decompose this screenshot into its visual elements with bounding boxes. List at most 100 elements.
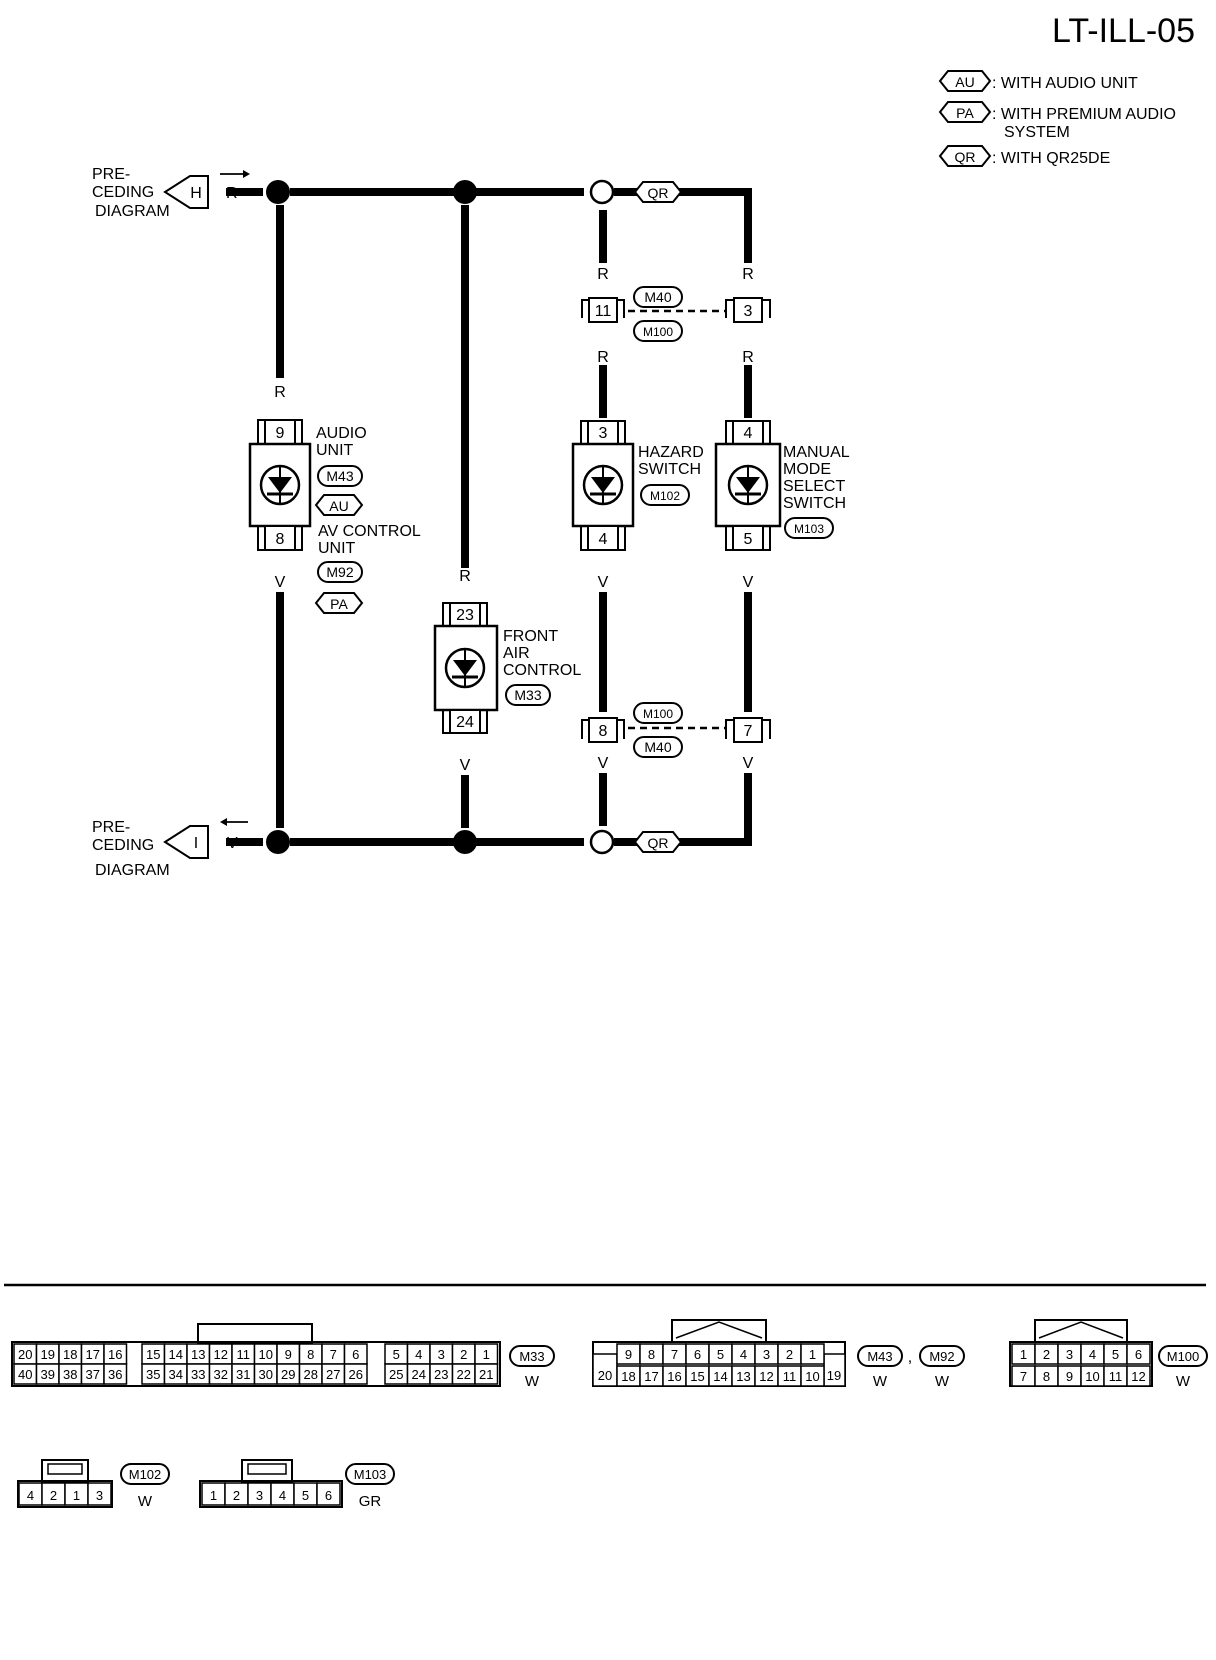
- pin-number: 24: [412, 1367, 426, 1382]
- pin-number: 14: [713, 1369, 727, 1384]
- component-name: FRONT: [503, 628, 558, 645]
- pin-number: 15: [146, 1347, 160, 1362]
- pin-number: 12: [1131, 1369, 1145, 1384]
- connector-id: M92: [326, 564, 353, 580]
- pin-number: 4: [1089, 1347, 1096, 1362]
- connector-id-badge: [633, 320, 683, 342]
- pin-number: 9: [625, 1347, 632, 1362]
- connector-id-badge: [317, 465, 363, 487]
- component-name: UNIT: [318, 540, 356, 557]
- pin-number: 10: [805, 1369, 819, 1384]
- qr-option-bottom: QR: [633, 831, 683, 853]
- wire-color-label: V: [598, 574, 609, 591]
- component-name: SWITCH: [783, 495, 846, 512]
- wire-color-label: W: [138, 1493, 153, 1510]
- pin-number: 1: [73, 1488, 80, 1503]
- legend-text: SYSTEM: [1004, 124, 1070, 141]
- pin-number: 27: [326, 1367, 340, 1382]
- component-name: AV CONTROL: [318, 523, 421, 540]
- option-hexagon-icon: [314, 494, 364, 516]
- pin-number: 6: [1135, 1347, 1142, 1362]
- pin-number: 11: [237, 1347, 251, 1362]
- pin-number: 21: [479, 1367, 493, 1382]
- pin-number: 4: [740, 1347, 747, 1362]
- option-hexagon-icon: [938, 70, 992, 92]
- pin-number: 3: [256, 1488, 263, 1503]
- connector-id-badge: [509, 1345, 555, 1367]
- connector-id: M100: [643, 325, 673, 339]
- connector-id-badge: [633, 736, 683, 758]
- pin-number: 3: [438, 1347, 445, 1362]
- arrow-right-icon: [243, 170, 250, 178]
- wire-color-label: W: [1176, 1373, 1191, 1390]
- legend: AU : WITH AUDIO UNIT PA : WITH PREMIUM A…: [938, 70, 1176, 167]
- pin-number: 37: [86, 1367, 100, 1382]
- component-name: HAZARD: [638, 444, 704, 461]
- connector-id: M33: [519, 1349, 544, 1364]
- option-hexagon-icon: [633, 831, 683, 853]
- wire-color-label: W: [935, 1373, 950, 1390]
- pin-number: 33: [191, 1367, 205, 1382]
- pin-number: 1: [1020, 1347, 1027, 1362]
- offpage-label: DIAGRAM: [95, 862, 170, 879]
- wire-v: [614, 773, 752, 846]
- legend-au: AU : WITH AUDIO UNIT: [938, 70, 1138, 92]
- connector-pin: [1126, 1343, 1151, 1365]
- connector-pin: [800, 1343, 825, 1365]
- pin-number: 4: [27, 1488, 34, 1503]
- separator: ,: [908, 1349, 912, 1366]
- connector-housing: [11, 1341, 501, 1387]
- pin-number: 7: [1020, 1369, 1027, 1384]
- pin-number: 23: [456, 607, 474, 624]
- connector-id: M40: [644, 289, 671, 305]
- connector-id: M100: [1167, 1349, 1200, 1364]
- pin-number: 13: [736, 1369, 750, 1384]
- connector-id-badge: [633, 702, 683, 724]
- legend-qr: QR : WITH QR25DE: [938, 145, 1110, 167]
- pin-number: 2: [1043, 1347, 1050, 1362]
- option-hexagon-icon: [633, 181, 683, 203]
- connector-id-badge: [317, 561, 363, 583]
- splice-point: [453, 830, 477, 854]
- pin-number: 7: [744, 723, 753, 740]
- pin-number: 9: [285, 1347, 292, 1362]
- connector-id: M100: [643, 707, 673, 721]
- pin-number: 8: [648, 1347, 655, 1362]
- legend-code: PA: [956, 105, 974, 121]
- pin-number: 14: [169, 1347, 183, 1362]
- offpage-arrow-icon: [163, 175, 209, 209]
- pin-number: 24: [456, 714, 474, 731]
- connector-id-badge: [120, 1463, 170, 1485]
- pin-number: 7: [671, 1347, 678, 1362]
- pin-number: 9: [276, 425, 285, 442]
- component-name: AUDIO: [316, 425, 367, 442]
- option-hexagon-icon: [938, 101, 992, 123]
- option-hexagon-icon: [314, 592, 364, 614]
- pin-number: 1: [210, 1488, 217, 1503]
- connector-id-badge: [857, 1345, 903, 1367]
- splice-point-optional: [589, 179, 615, 205]
- pin-number: 11: [595, 303, 612, 320]
- pin-number: 8: [276, 531, 285, 548]
- offpage-label: PRE-: [92, 166, 130, 183]
- component-name: CONTROL: [503, 662, 581, 679]
- wire-color-label: V: [460, 757, 471, 774]
- pin-number: 5: [717, 1347, 724, 1362]
- pin-number: 29: [281, 1367, 295, 1382]
- connector-id: M43: [326, 468, 353, 484]
- component-name: SELECT: [783, 478, 845, 495]
- pin-number: 2: [460, 1347, 467, 1362]
- option-label: QR: [648, 835, 669, 851]
- connector-pin: [474, 1363, 499, 1385]
- pin-number: 17: [644, 1369, 658, 1384]
- wire-color-label: R: [459, 568, 471, 585]
- legend-pa: PA : WITH PREMIUM AUDIO SYSTEM: [938, 101, 1176, 141]
- connector-id-badge: [1158, 1345, 1208, 1367]
- connector-id-badge: [345, 1463, 395, 1485]
- pin-number: 22: [457, 1367, 471, 1382]
- pin-number: 31: [236, 1367, 250, 1382]
- pin-number: 5: [302, 1488, 309, 1503]
- splice-point: [453, 180, 477, 204]
- joint-connector-lower: 8 7 M100 M40: [581, 702, 771, 758]
